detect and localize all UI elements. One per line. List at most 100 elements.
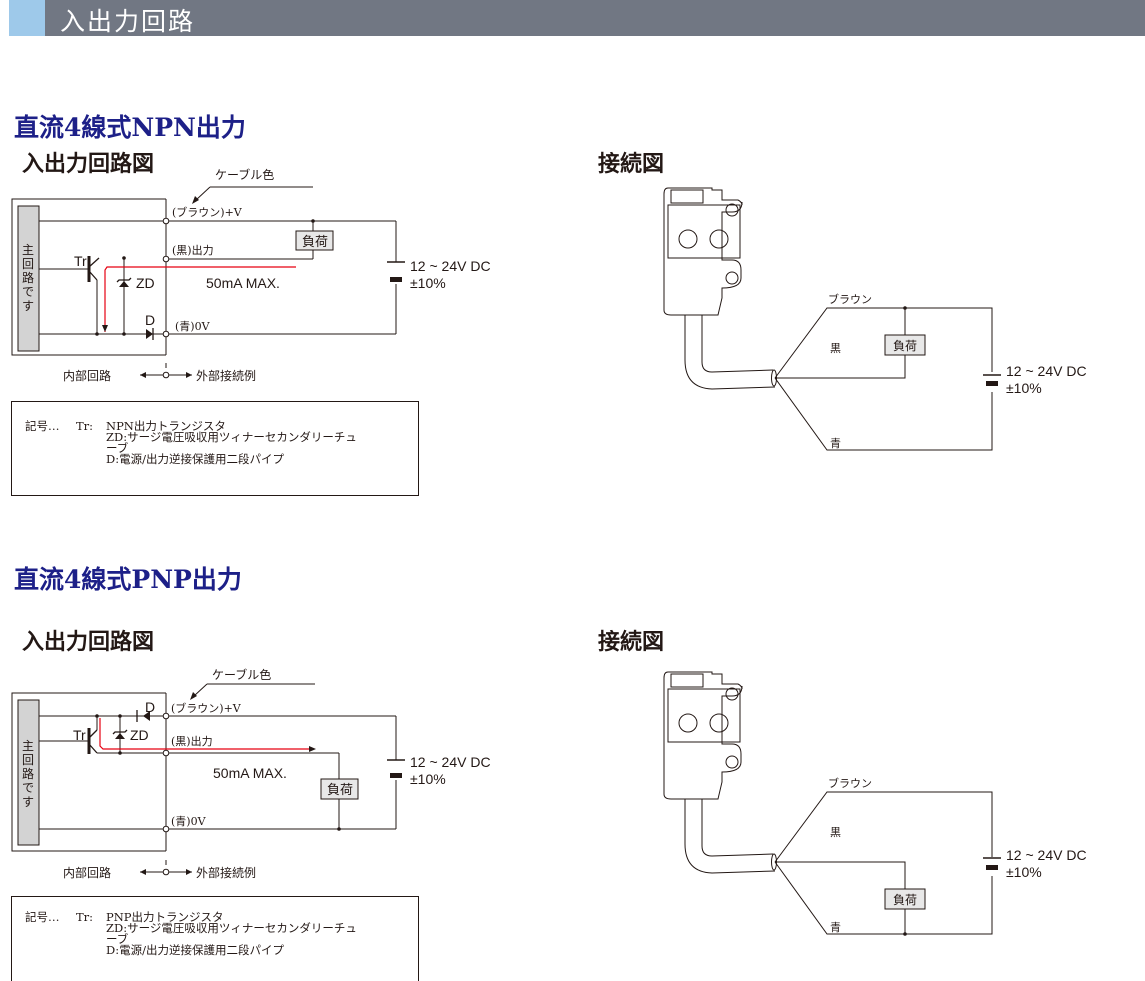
transistor-emitter <box>88 270 98 281</box>
arrow-left-icon <box>140 372 146 378</box>
terminal-output <box>162 255 170 263</box>
wire-brown-label: ブラウン <box>828 292 872 306</box>
cable-color-arrow <box>195 186 211 201</box>
legend-d-desc: D:電源/出力逆接保護用二段パイプ <box>106 452 284 466</box>
terminal-zero <box>162 825 170 833</box>
cable-color-label: ケーブル色 <box>215 167 274 182</box>
junction-dot <box>95 714 99 718</box>
wire-black-label: 黒 <box>830 342 841 355</box>
supply-voltage: 12 ~ 24V DC <box>1006 847 1087 863</box>
pnp-connection-diagram: 負荷 ブラウン 黒 青 12 ~ 24V DC ±10% <box>663 671 1087 936</box>
junction-dot <box>337 827 341 831</box>
load-box <box>295 230 334 251</box>
supply-tolerance: ±10% <box>410 771 446 787</box>
legend-tr-key: Tr: <box>76 910 94 924</box>
pnp-io-circuit-diagram: ケーブル色 主回路です 負荷 Tr ZD D (ブラウン)+V (黒)出力 (青… <box>11 667 491 880</box>
junction-dot <box>95 332 99 336</box>
terminal-output-label: (黒)出力 <box>171 734 213 748</box>
terminal-zero-label: (青)0V <box>171 815 207 828</box>
terminal-output <box>162 749 170 757</box>
legend-zd-desc-cont: ーブ <box>106 441 129 455</box>
header-accent <box>9 0 45 36</box>
connection-title-pnp: 接続図 <box>598 629 665 655</box>
arrow-right-icon <box>186 869 192 875</box>
transistor-emitter <box>88 729 98 739</box>
legend-d-desc: D:電源/出力逆接保護用二段パイプ <box>106 943 284 957</box>
legend-zd-desc: ZD:サージ電圧吸収用ツィナーセカンダリーチュ <box>106 921 357 935</box>
wire-black <box>775 355 906 379</box>
terminal-output-label: (黒)出力 <box>172 243 214 257</box>
zener-bar <box>116 277 132 283</box>
load-label: 負荷 <box>893 339 917 353</box>
wire-blue <box>774 861 993 935</box>
internal-boundary <box>11 198 166 356</box>
external-label: 外部接続例 <box>196 368 256 383</box>
battery-negative <box>390 277 402 282</box>
internal-label: 内部回路 <box>63 865 111 880</box>
cable-color-arrowhead <box>190 692 197 700</box>
load-label: 負荷 <box>302 235 328 250</box>
zener-diode-icon <box>119 281 129 287</box>
main-circuit-block <box>17 699 40 846</box>
supply-tolerance: ±10% <box>1006 864 1042 880</box>
main-circuit-label: 主回路です <box>22 739 34 809</box>
terminal-plus-label: (ブラウン)+V <box>171 701 242 715</box>
page-title: 入出力回路 <box>60 7 196 36</box>
cable-color-label: ケーブル色 <box>212 667 271 682</box>
zener-bar <box>112 729 128 735</box>
junction-dot <box>118 714 122 718</box>
internal-boundary <box>11 692 166 852</box>
load-box <box>320 778 359 800</box>
diode-icon <box>143 711 150 721</box>
sensor-icon <box>663 187 777 390</box>
current-arrowhead <box>102 325 108 332</box>
battery-negative <box>986 381 998 386</box>
supply-tolerance: ±10% <box>1006 380 1042 396</box>
connection-title-npn: 接続図 <box>598 151 665 177</box>
terminal-zero <box>162 330 170 338</box>
arrow-right-icon <box>186 372 192 378</box>
legend-tr-desc: PNP出力トランジスタ <box>106 910 224 924</box>
wire-blue-label: 青 <box>830 921 841 934</box>
zener-diode-icon <box>115 733 125 739</box>
wire-black <box>775 861 906 889</box>
current-label: 50mA MAX. <box>213 765 287 781</box>
load-box <box>884 334 926 356</box>
internal-label: 内部回路 <box>63 368 111 383</box>
header-bar <box>9 0 1145 36</box>
supply-voltage: 12 ~ 24V DC <box>1006 363 1087 379</box>
legend-tr-desc: NPN出力トランジスタ <box>106 419 226 433</box>
cable-color-arrow <box>193 683 208 697</box>
main-circuit-label: 主回路です <box>22 243 34 313</box>
terminal-plus <box>162 217 170 225</box>
wire-blue <box>774 377 993 451</box>
load-label: 負荷 <box>893 893 917 907</box>
sensor-icon <box>663 671 777 874</box>
io-circuit-title-npn: 入出力回路図 <box>22 151 155 177</box>
battery-negative <box>986 865 998 870</box>
terminal-plus <box>162 712 170 720</box>
legend-box-pnp: 記号… Tr: PNP出力トランジスタ ZD:サージ電圧吸収用ツィナーセカンダリ… <box>11 896 419 981</box>
diode-label: D <box>145 312 155 328</box>
current-arrowhead <box>309 746 316 752</box>
transistor-collector <box>88 257 100 268</box>
terminal-plus-label: (ブラウン)+V <box>172 205 243 219</box>
wire-brown <box>774 791 993 863</box>
wire-brown <box>774 307 993 379</box>
junction-dot <box>903 932 907 936</box>
external-label: 外部接続例 <box>196 865 256 880</box>
junction-dot <box>122 256 126 260</box>
supply-voltage: 12 ~ 24V DC <box>410 754 491 770</box>
io-circuit-title-pnp: 入出力回路図 <box>22 629 155 655</box>
wire-black-label: 黒 <box>830 826 841 839</box>
npn-io-circuit-diagram: ケーブル色 主回路です 負荷 Tr ZD D (ブラウン)+V (黒)出力 (青… <box>11 167 491 383</box>
junction-dot <box>903 306 907 310</box>
wire-brown-label: ブラウン <box>828 776 872 790</box>
transistor-label: Tr <box>74 253 87 269</box>
supply-voltage: 12 ~ 24V DC <box>410 258 491 274</box>
junction-dot <box>118 751 122 755</box>
boundary-terminal <box>162 868 170 876</box>
load-label: 負荷 <box>327 783 353 798</box>
section-title-npn: 直流4線式NPN出力 <box>14 113 246 142</box>
zener-label: ZD <box>130 727 149 743</box>
